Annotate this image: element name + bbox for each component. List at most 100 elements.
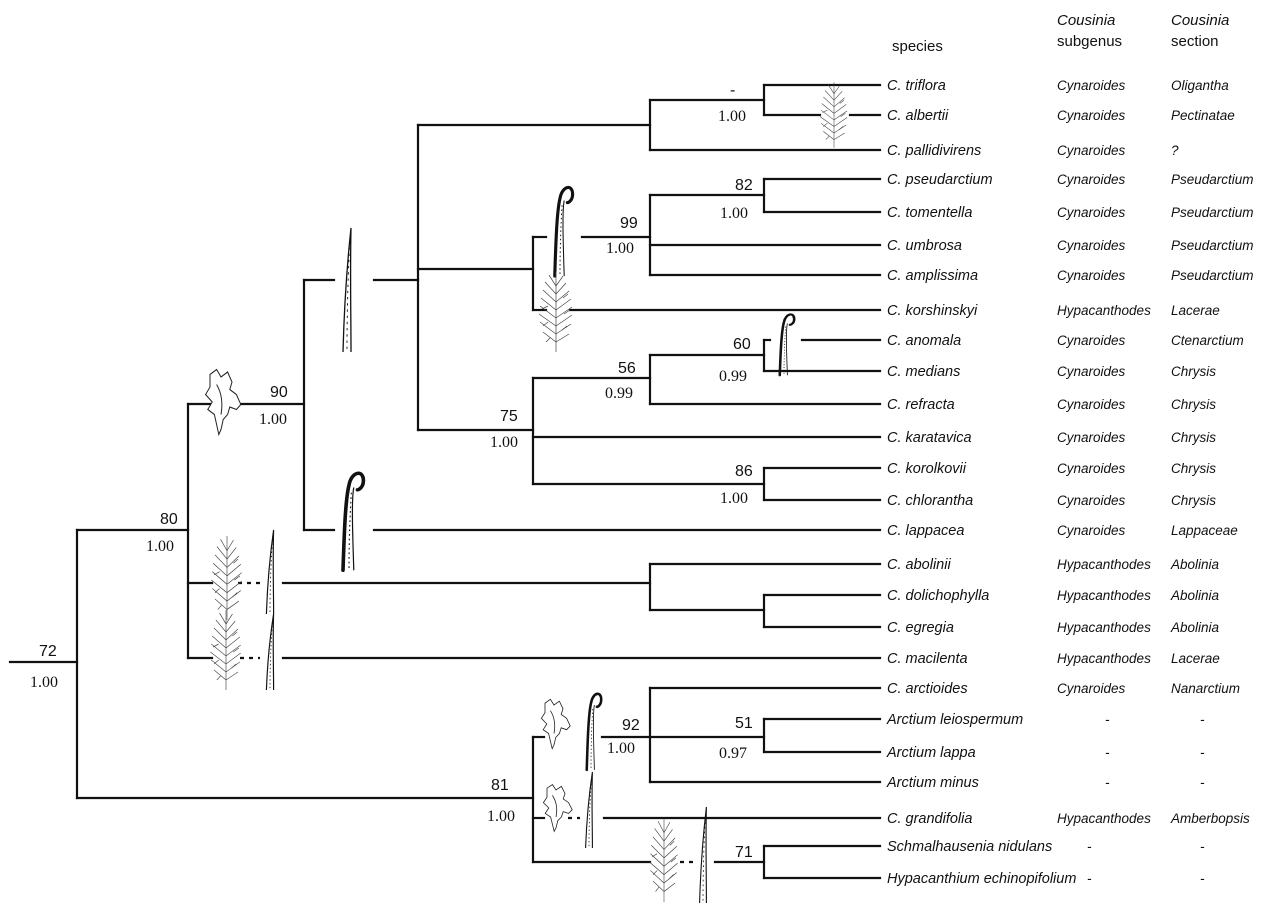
hooked-appendage-icon: [778, 313, 796, 377]
taxon-species-label: C. egregia: [887, 620, 954, 636]
taxon-species-label: Arctium lappa: [886, 745, 976, 761]
taxon-subgenus-label: -: [1105, 745, 1110, 760]
taxon-section-label: -: [1200, 775, 1205, 790]
node80-posterior: 1.00: [146, 538, 174, 555]
taxon-subgenus-label: -: [1087, 871, 1092, 886]
taxon-section-label: Pseudarctium: [1171, 172, 1254, 187]
node92-posterior: 1.00: [607, 740, 635, 757]
node60-posterior: 0.99: [719, 368, 747, 385]
hooked-appendage-icon: [585, 692, 603, 772]
taxon-species-label: C. pallidivirens: [887, 143, 981, 159]
node92-bootstrap: 92: [622, 717, 640, 734]
plumose-appendage-icon: [210, 609, 242, 691]
plumose-appendage-icon: [538, 271, 573, 353]
taxon-species-label: C. triflora: [887, 78, 946, 94]
taxon-species-label: C. amplissima: [887, 268, 978, 284]
taxon-section-label: Lacerae: [1171, 303, 1220, 318]
taxon-section-label: Pseudarctium: [1171, 238, 1254, 253]
taxon-subgenus-label: Cynaroides: [1057, 143, 1126, 158]
taxon-section-label: Pseudarctium: [1171, 268, 1254, 283]
taxon-subgenus-label: -: [1105, 775, 1110, 790]
taxon-subgenus-label: Cynaroides: [1057, 333, 1126, 348]
node71-bootstrap: 71: [735, 844, 753, 861]
taxon-section-label: Lappaceae: [1171, 523, 1238, 538]
laciniate-scale-icon: [205, 368, 242, 436]
node60-bootstrap: 60: [733, 336, 751, 353]
subgenus-header: subgenus: [1057, 33, 1122, 50]
hooked-appendage-icon: [553, 185, 575, 278]
taxon-subgenus-label: Hypacanthodes: [1057, 588, 1151, 603]
plumose-appendage-icon: [210, 535, 243, 621]
node86-posterior: 1.00: [720, 490, 748, 507]
taxon-species-label: C. macilenta: [887, 651, 968, 667]
plumose-appendage-icon: [649, 817, 678, 903]
taxon-subgenus-label: Cynaroides: [1057, 397, 1126, 412]
taxon-subgenus-label: Hypacanthodes: [1057, 651, 1151, 666]
node51-posterior: 0.97: [719, 745, 747, 762]
taxon-subgenus-label: Cynaroides: [1057, 238, 1126, 253]
taxon-section-label: -: [1200, 839, 1205, 854]
straight-appendage-icon: [698, 806, 708, 904]
taxon-species-label: C. lappacea: [887, 523, 964, 539]
node56-posterior: 0.99: [605, 385, 633, 402]
tree-branches: [8, 83, 882, 880]
taxon-section-label: Abolinia: [1170, 588, 1220, 603]
taxon-species-label: Schmalhausenia nidulans: [887, 839, 1052, 855]
taxon-subgenus-label: Cynaroides: [1057, 364, 1126, 379]
node51-bootstrap: 51: [735, 715, 753, 732]
taxon-section-label: Lacerae: [1171, 651, 1220, 666]
taxon-subgenus-label: -: [1087, 839, 1092, 854]
laciniate-scale-icon: [542, 784, 573, 832]
taxon-section-label: Abolinia: [1170, 557, 1220, 572]
taxon-section-label: Chrysis: [1171, 430, 1216, 445]
taxon-section-label: Pseudarctium: [1171, 205, 1254, 220]
taxon-section-label: Amberbopsis: [1170, 811, 1250, 826]
taxon-subgenus-label: Cynaroides: [1057, 172, 1126, 187]
species-header: species: [892, 38, 943, 55]
straight-appendage-icon: [265, 613, 275, 691]
plumose-appendage-icon: [819, 81, 848, 149]
node75-posterior: 1.00: [490, 434, 518, 451]
taxon-subgenus-label: Cynaroides: [1057, 681, 1126, 696]
node99-posterior: 1.00: [606, 240, 634, 257]
hooked-appendage-icon: [341, 471, 366, 573]
taxon-section-label: Oligantha: [1171, 78, 1229, 93]
node81-posterior: 1.00: [487, 808, 515, 825]
taxon-species-label: C. albertii: [887, 108, 949, 124]
taxon-subgenus-label: Cynaroides: [1057, 78, 1126, 93]
taxon-section-label: -: [1200, 712, 1205, 727]
taxon-species-label: C. chlorantha: [887, 493, 973, 509]
taxon-species-label: C. abolinii: [887, 557, 951, 573]
taxon-subgenus-label: Hypacanthodes: [1057, 303, 1151, 318]
section-header: section: [1171, 33, 1219, 50]
root-posterior: 1.00: [30, 674, 58, 691]
taxon-species-label: Hypacanthium echinopifolium: [887, 871, 1076, 887]
laciniate-scale-icon: [540, 698, 571, 750]
taxon-species-label: C. pseudarctium: [887, 172, 993, 188]
node86-bootstrap: 86: [735, 463, 753, 480]
node-triflora-bootstrap: -: [730, 82, 735, 99]
taxon-section-label: Abolinia: [1170, 620, 1220, 635]
taxon-subgenus-label: Cynaroides: [1057, 461, 1126, 476]
taxon-section-label: ?: [1171, 143, 1179, 158]
taxon-section-label: Chrysis: [1171, 461, 1216, 476]
taxon-species-label: C. umbrosa: [887, 238, 962, 254]
taxon-subgenus-label: Hypacanthodes: [1057, 557, 1151, 572]
taxon-section-label: Chrysis: [1171, 493, 1216, 508]
taxon-subgenus-label: Cynaroides: [1057, 493, 1126, 508]
support-values: 72 1.00 80 1.00 90 1.00 - 1.00 99 1.00 8…: [30, 82, 753, 861]
taxon-subgenus-label: Cynaroides: [1057, 268, 1126, 283]
taxon-species-label: C. refracta: [887, 397, 955, 413]
straight-appendage-icon: [584, 771, 594, 849]
node82-bootstrap: 82: [735, 177, 753, 194]
node56-bootstrap: 56: [618, 360, 636, 377]
taxon-species-label: C. dolichophylla: [887, 588, 989, 604]
taxon-section-label: Ctenarctium: [1171, 333, 1244, 348]
taxon-subgenus-label: Hypacanthodes: [1057, 620, 1151, 635]
node99-bootstrap: 99: [620, 215, 638, 232]
node90-bootstrap: 90: [270, 384, 288, 401]
taxon-species-label: C. tomentella: [887, 205, 972, 221]
subgenus-header-genus: Cousinia: [1057, 12, 1115, 29]
